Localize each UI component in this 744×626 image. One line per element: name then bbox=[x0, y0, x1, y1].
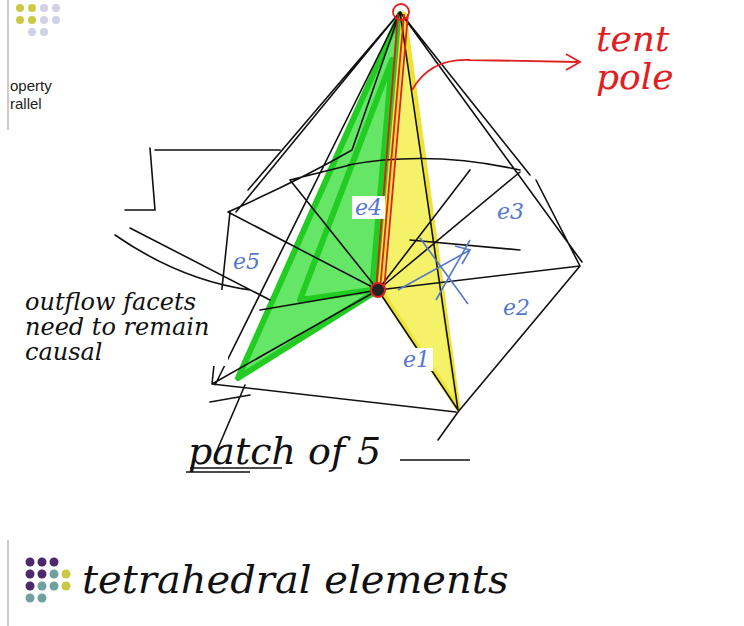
logo-dot bbox=[38, 558, 47, 567]
pole-leader-arrow bbox=[412, 54, 580, 90]
logo-dot bbox=[26, 594, 35, 603]
logo-dot bbox=[16, 4, 24, 12]
logo-dot bbox=[16, 16, 24, 24]
normal-arrow bbox=[398, 238, 470, 304]
logo-dot bbox=[52, 4, 60, 12]
logo-dot bbox=[28, 16, 36, 24]
logo-dot bbox=[26, 558, 35, 567]
logo-dot bbox=[62, 570, 71, 579]
slide-fragment: operty bbox=[10, 78, 52, 94]
handwritten-note: outflow facets need to remain causal bbox=[22, 290, 228, 366]
element-label: e1 bbox=[400, 348, 433, 371]
logo-dot bbox=[38, 570, 47, 579]
handwritten-title: patch of 5 bbox=[188, 432, 381, 472]
vertex-mark bbox=[371, 283, 385, 297]
logo-dot bbox=[28, 4, 36, 12]
tent-pole-note: tent pole bbox=[596, 20, 716, 96]
logo-dot bbox=[26, 582, 35, 591]
logo-dot bbox=[28, 28, 36, 36]
tent-pole-line bbox=[376, 14, 408, 290]
logo-dot bbox=[62, 582, 71, 591]
slide-fragment: rallel bbox=[10, 96, 42, 112]
logo-dot bbox=[38, 582, 47, 591]
logo-dot bbox=[40, 4, 48, 12]
logo-dot bbox=[26, 570, 35, 579]
logo-dot bbox=[52, 16, 60, 24]
element-label: e5 bbox=[230, 250, 263, 273]
tetrahedra-edges bbox=[212, 12, 582, 440]
apex-mark bbox=[393, 4, 409, 20]
element-label: e2 bbox=[500, 296, 533, 319]
handwritten-title: tetrahedral elements bbox=[82, 558, 508, 600]
element-label: e3 bbox=[494, 200, 527, 223]
logo-dot bbox=[40, 16, 48, 24]
slide-rule bbox=[8, 0, 9, 130]
logo-dot bbox=[50, 558, 59, 567]
logo-dot bbox=[50, 570, 59, 579]
logo-dot bbox=[50, 582, 59, 591]
element-label: e4 bbox=[352, 196, 385, 219]
logo-dot bbox=[40, 28, 48, 36]
slide-rule bbox=[8, 540, 9, 626]
logo-dot bbox=[38, 594, 47, 603]
